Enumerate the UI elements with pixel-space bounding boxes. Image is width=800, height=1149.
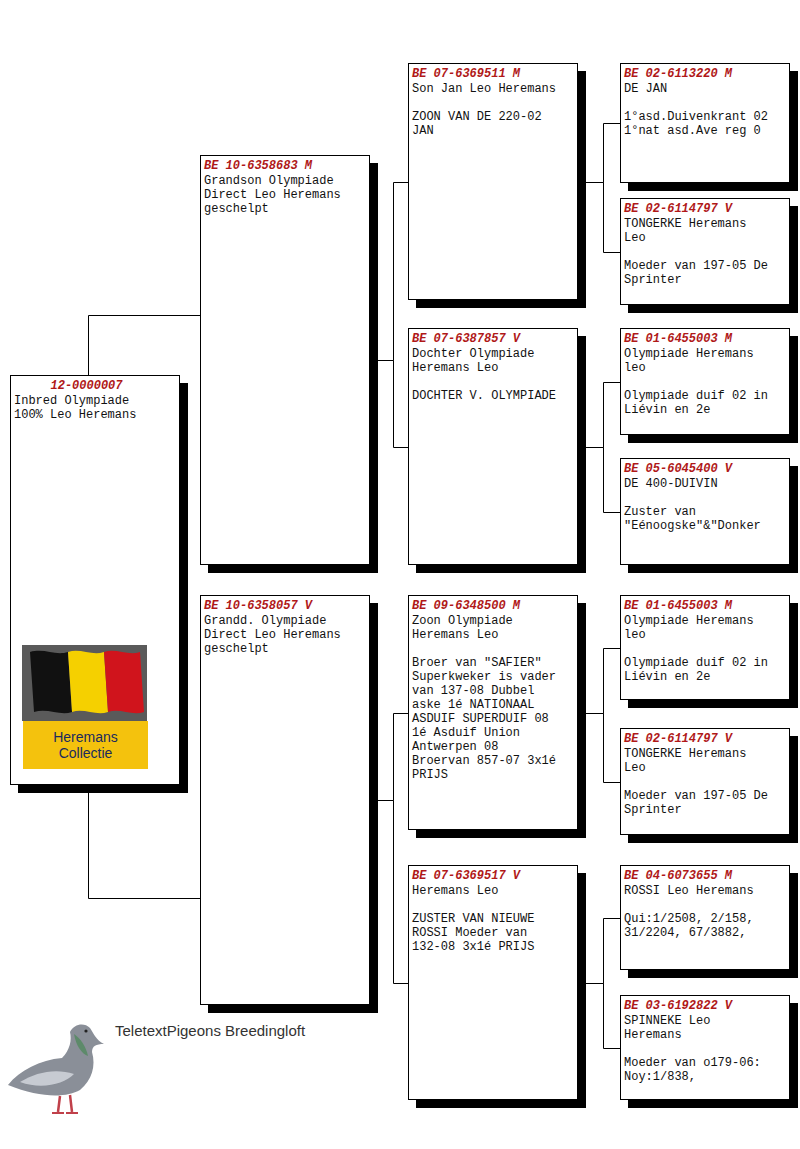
- pedigree-line: [89, 316, 201, 376]
- pedigree-note: TONGERKE Heremans Leo: [624, 747, 769, 775]
- pedigree-line: [371, 714, 409, 801]
- pedigree-line: [579, 919, 621, 984]
- text-column: BE 01-6455003 MOlympiade Heremans leoOly…: [624, 598, 769, 684]
- pedigree-note: Qui:1/2508, 2/158, 31/2204, 67/3882,: [624, 912, 769, 940]
- pedigree-note: Son Jan Leo Heremans: [412, 82, 557, 96]
- pedigree-note: Olympiade Heremans leo: [624, 347, 769, 375]
- ring-number: BE 07-6387857 V: [412, 331, 557, 347]
- loft-name: TeletextPigeons Breedingloft: [115, 1022, 305, 1039]
- text-column: BE 02-6113220 MDE JAN 1°asd.Duivenkrant 0…: [624, 66, 769, 138]
- pedigree-note: Heremans Leo: [412, 884, 557, 898]
- ring-number: BE 10-6358057 V: [204, 598, 349, 614]
- text-column: BE 10-6358683 MGrandson Olympiade Direct…: [204, 158, 349, 216]
- ring-number: BE 07-6369511 M: [412, 66, 557, 82]
- ring-number: BE 10-6358683 M: [204, 158, 349, 174]
- pedigree-line: [371, 801, 409, 984]
- text-column: BE 02-6114797 VTONGERKE Heremans LeoMoed…: [624, 201, 769, 287]
- text-column: BE 02-6114797 VTONGERKE Heremans LeoMoed…: [624, 731, 769, 817]
- pedigree-note: 1°asd.Duivenkrant 02 1°nat asd.Ave reg 0: [624, 110, 769, 138]
- text-column: 12-0000007Inbred Olympiade 100% Leo Here…: [14, 378, 159, 422]
- pedigree-note: SPINNEKE Leo Heremans: [624, 1014, 769, 1042]
- pedigree-line: [579, 383, 621, 448]
- ring-number: BE 09-6348500 M: [412, 598, 557, 614]
- ancestor-box: BE 02-6114797 VTONGERKE Heremans LeoMoed…: [620, 728, 790, 835]
- grandparent-box: BE 07-6387857 VDochter Olympiade Hereman…: [408, 328, 578, 565]
- grandparent-box: BE 09-6348500 MZoon Olympiade Heremans L…: [408, 595, 578, 830]
- pedigree-note: Olympiade duif 02 in Liévin en 2e: [624, 389, 769, 417]
- pedigree-note: Grandson Olympiade Direct Leo Heremans g…: [204, 174, 349, 216]
- text-column: BE 03-6192822 VSPINNEKE Leo HeremansMoed…: [624, 998, 769, 1084]
- ring-number: BE 02-6114797 V: [624, 731, 769, 747]
- ring-number: BE 03-6192822 V: [624, 998, 769, 1014]
- pedigree-note: DE 400-DUIVIN: [624, 477, 769, 491]
- pigeon-box: 12-0000007Inbred Olympiade 100% Leo Here…: [10, 375, 180, 785]
- pigeon-picture: [8, 1025, 104, 1113]
- ring-number: BE 01-6455003 M: [624, 331, 769, 347]
- text-column: BE 07-6369517 VHeremans LeoZUSTER VAN NI…: [412, 868, 557, 954]
- pedigree-line: [371, 183, 409, 361]
- ring-number: BE 05-6045400 V: [624, 461, 769, 477]
- pedigree-note: Olympiade duif 02 in Liévin en 2e: [624, 656, 769, 684]
- parent-box: BE 10-6358057 VGrandd. Olympiade Direct …: [200, 595, 370, 1005]
- pedigree-note: DE JAN: [624, 82, 769, 96]
- logo-band: Heremans Collectie: [23, 721, 148, 769]
- ring-number: BE 02-6114797 V: [624, 201, 769, 217]
- pedigree-note: Dochter Olympiade Heremans Leo: [412, 347, 557, 375]
- pedigree-note: Broer van "SAFIER" Superkweker is vader …: [412, 656, 557, 782]
- pedigree-line: [579, 183, 621, 253]
- pedigree-line: [579, 984, 621, 1049]
- ancestor-box: BE 02-6114797 VTONGERKE Heremans LeoMoed…: [620, 198, 790, 305]
- pedigree-line: [89, 786, 201, 899]
- pedigree-line: [579, 448, 621, 513]
- pedigree-note: DOCHTER V. OLYMPIADE: [412, 389, 557, 403]
- ring-number: 12-0000007: [14, 378, 159, 394]
- pedigree-note: Moeder van 197-05 De Sprinter: [624, 259, 769, 287]
- parent-box: BE 10-6358683 MGrandson Olympiade Direct…: [200, 155, 370, 565]
- ancestor-box: BE 04-6073655 MROSSI Leo HeremansQui:1/2…: [620, 865, 790, 970]
- text-column: BE 10-6358057 VGrandd. Olympiade Direct …: [204, 598, 349, 656]
- text-column: BE 09-6348500 MZoon Olympiade Heremans L…: [412, 598, 557, 782]
- pedigree-note: Moeder van 197-05 De Sprinter: [624, 789, 769, 817]
- pedigree-note: Zoon Olympiade Heremans Leo: [412, 614, 557, 642]
- pedigree-note: Zuster van "Eénoogske"&"Donker: [624, 505, 769, 533]
- pedigree-line: [579, 124, 621, 183]
- ancestor-box: BE 03-6192822 VSPINNEKE Leo HeremansMoed…: [620, 995, 790, 1100]
- text-column: BE 07-6387857 VDochter Olympiade Hereman…: [412, 331, 557, 403]
- pedigree-note: TONGERKE Heremans Leo: [624, 217, 769, 245]
- grandparent-box: BE 07-6369511 MSon Jan Leo HeremansZOON …: [408, 63, 578, 300]
- pedigree-line: [371, 361, 409, 448]
- logo-text: Heremans Collectie: [40, 729, 131, 761]
- pedigree-note: ZUSTER VAN NIEUWE ROSSI Moeder van 132-0…: [412, 912, 557, 954]
- ancestor-box: BE 02-6113220 MDE JAN 1°asd.Duivenkrant 0…: [620, 63, 790, 183]
- pedigree-note: ROSSI Leo Heremans: [624, 884, 769, 898]
- pedigree-line: [579, 714, 621, 783]
- text-column: BE 04-6073655 MROSSI Leo HeremansQui:1/2…: [624, 868, 769, 940]
- pedigree-note: ZOON VAN DE 220-02 JAN: [412, 110, 557, 138]
- ancestor-box: BE 01-6455003 MOlympiade Heremans leoOly…: [620, 328, 790, 435]
- flag-logo: [22, 645, 147, 721]
- text-column: BE 01-6455003 MOlympiade Heremans leoOly…: [624, 331, 769, 417]
- ring-number: BE 07-6369517 V: [412, 868, 557, 884]
- pedigree-line: [579, 649, 621, 714]
- pedigree-note: Inbred Olympiade 100% Leo Heremans: [14, 394, 159, 422]
- text-column: BE 07-6369511 MSon Jan Leo HeremansZOON …: [412, 66, 557, 138]
- ring-number: BE 02-6113220 M: [624, 66, 769, 82]
- text-column: Heremans Collectie: [40, 729, 131, 761]
- grandparent-box: BE 07-6369517 VHeremans LeoZUSTER VAN NI…: [408, 865, 578, 1100]
- ancestor-box: BE 01-6455003 MOlympiade Heremans leoOly…: [620, 595, 790, 700]
- pedigree-note: Moeder van o179-06: Noy:1/838,: [624, 1056, 769, 1084]
- ring-number: BE 04-6073655 M: [624, 868, 769, 884]
- pedigree-note: Grandd. Olympiade Direct Leo Heremans ge…: [204, 614, 349, 656]
- pedigree-note: Olympiade Heremans leo: [624, 614, 769, 642]
- ancestor-box: BE 05-6045400 VDE 400-DUIVIN Zuster van "…: [620, 458, 790, 565]
- text-column: BE 05-6045400 VDE 400-DUIVIN Zuster van "…: [624, 461, 769, 533]
- ring-number: BE 01-6455003 M: [624, 598, 769, 614]
